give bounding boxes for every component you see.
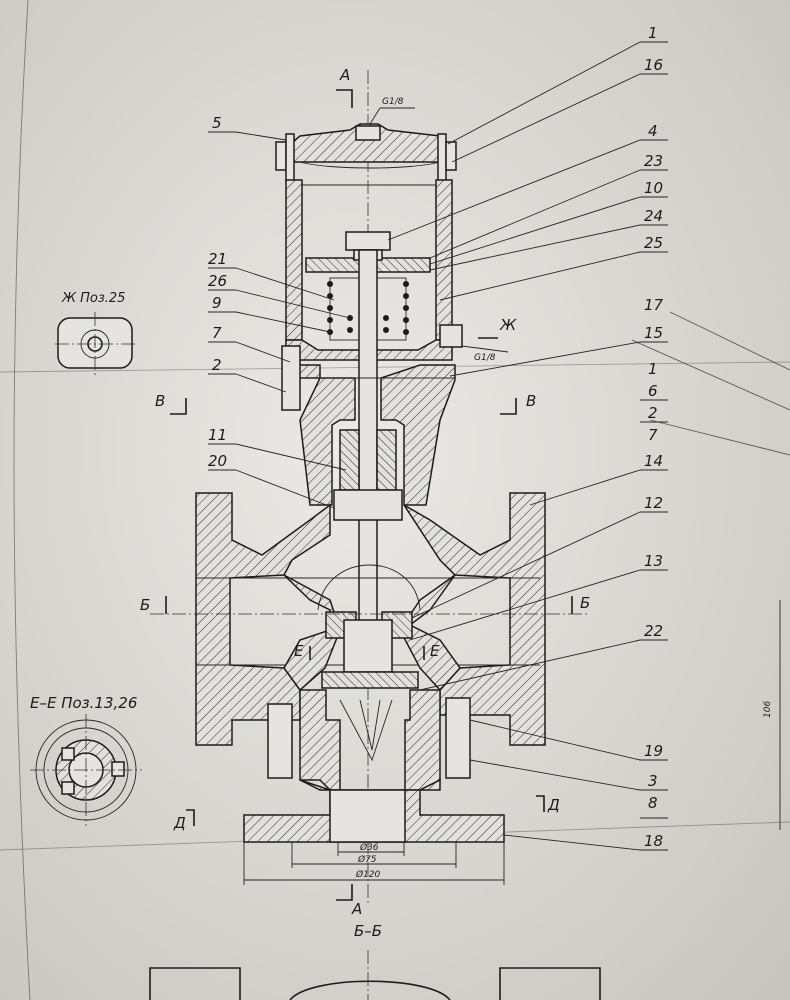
- callout-11: 11: [208, 426, 227, 444]
- view-bb-label: Б–Б: [354, 922, 382, 940]
- thread-label-top: G1/8: [382, 97, 404, 107]
- dim-side-106: 106: [763, 701, 773, 718]
- dim-d120: Ø120: [355, 869, 381, 880]
- thread-label-side: G1/8: [474, 353, 496, 363]
- callout-20: 20: [208, 452, 227, 470]
- callout-13: 13: [644, 552, 663, 570]
- callout-9: 9: [212, 294, 222, 312]
- callout-8: 8: [648, 794, 658, 812]
- view-zh-label: Ж Поз.25: [61, 291, 125, 306]
- callout-21: 21: [208, 250, 227, 268]
- bonnet: [281, 345, 456, 506]
- callout-15: 15: [644, 324, 663, 342]
- callout-26: 26: [208, 272, 227, 290]
- callout-14: 14: [644, 452, 663, 470]
- callout-10: 10: [644, 179, 663, 197]
- callout-2b: 2: [648, 404, 658, 422]
- section-mark-a-top: А: [339, 66, 350, 84]
- seat-plug: [321, 611, 419, 689]
- section-mark-e-right: Е: [430, 642, 440, 660]
- callout-23: 23: [644, 152, 663, 170]
- leader-lines: [208, 41, 668, 851]
- dim-d36: Ø36: [359, 842, 379, 853]
- callout-22: 22: [644, 622, 663, 640]
- view-bb: [149, 950, 601, 1000]
- callout-17: 17: [644, 296, 664, 314]
- callout-1: 1: [648, 24, 658, 42]
- dimension-lines: [243, 842, 505, 885]
- callout-3: 3: [648, 772, 658, 790]
- callout-16: 16: [644, 56, 663, 74]
- section-mark-d-right: Д: [547, 796, 560, 814]
- section-mark-b-right: Б: [580, 594, 590, 612]
- section-mark-b-left: Б: [140, 596, 150, 614]
- callout-7: 7: [212, 324, 222, 342]
- view-ee-label: Е–Е Поз.13,26: [30, 694, 137, 712]
- callout-19: 19: [644, 742, 663, 760]
- section-mark-zh: Ж: [499, 316, 517, 334]
- callout-2: 2: [212, 356, 222, 374]
- view-zh: [55, 312, 138, 378]
- callout-1b: 1: [648, 360, 658, 378]
- callout-24: 24: [644, 207, 663, 225]
- valve-body: [195, 492, 546, 746]
- callout-5: 5: [212, 114, 222, 132]
- section-mark-e-left: Е: [294, 642, 304, 660]
- section-mark-v-left: В: [155, 392, 165, 410]
- lower-housing: [243, 689, 505, 843]
- dim-d75: Ø75: [357, 854, 377, 865]
- section-mark-v-right: В: [526, 392, 536, 410]
- section-mark-d-left: Д: [173, 814, 186, 832]
- top-cover: [275, 123, 457, 183]
- valve-stem: [358, 249, 378, 671]
- callout-7b: 7: [648, 426, 658, 444]
- view-ee: [30, 714, 142, 826]
- gland-packing: [333, 429, 403, 521]
- callout-6: 6: [648, 382, 658, 400]
- callout-25: 25: [644, 234, 663, 252]
- callout-18: 18: [644, 832, 663, 850]
- callout-4: 4: [648, 122, 658, 140]
- callout-12: 12: [644, 494, 663, 512]
- section-mark-a-bottom: А: [351, 900, 362, 918]
- section-arrows: [150, 89, 590, 901]
